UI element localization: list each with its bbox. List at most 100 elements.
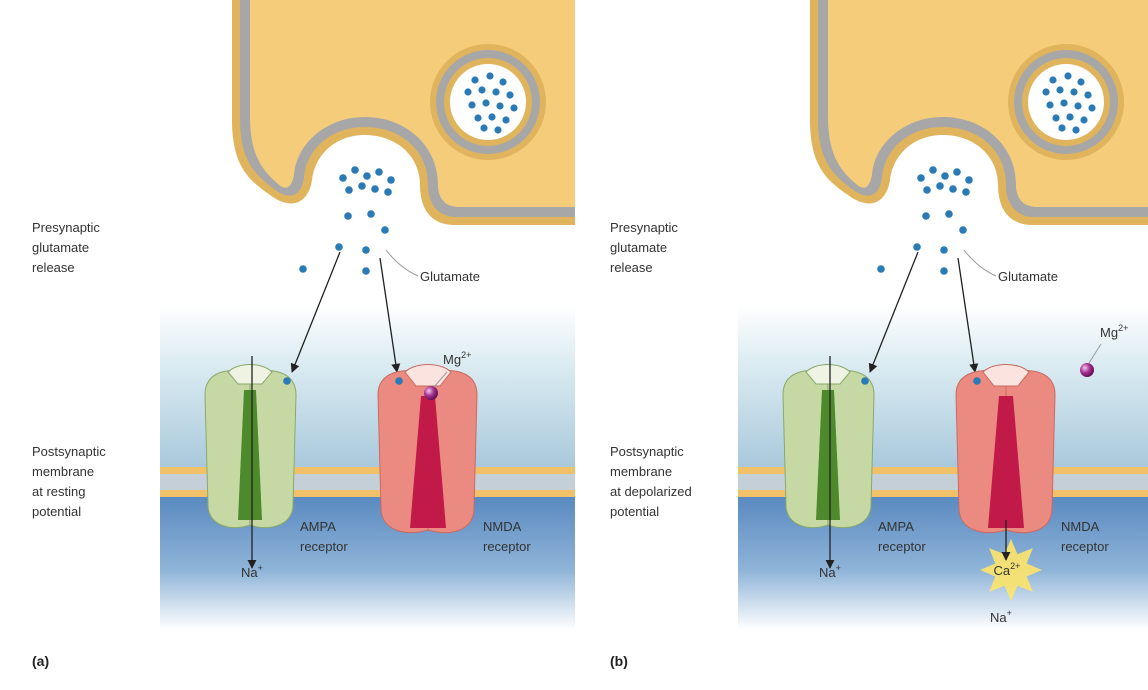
nmda-label-line: receptor xyxy=(1061,539,1109,554)
vesicle-glutamate xyxy=(510,104,518,112)
mg-label: Mg2+ xyxy=(1100,323,1128,340)
vesicle-glutamate xyxy=(482,99,490,107)
presynaptic-label-line: glutamate xyxy=(610,240,667,255)
presynaptic-label-line: Presynaptic xyxy=(32,220,100,235)
glutamate-to-nmda-arrow xyxy=(957,257,979,373)
vesicle-glutamate xyxy=(471,76,479,84)
glutamate-molecule xyxy=(344,212,352,220)
ampa-na-label: Na+ xyxy=(241,563,263,580)
glutamate-leader-line xyxy=(385,249,419,277)
ampa-na-label: Na+ xyxy=(819,563,841,580)
glutamate-molecule xyxy=(375,168,383,176)
mg-leader-line xyxy=(433,371,448,388)
glutamate-label: Glutamate xyxy=(998,269,1058,284)
postsynaptic-label-line: potential xyxy=(32,504,81,519)
ampa-label-line: receptor xyxy=(300,539,348,554)
vesicle-glutamate xyxy=(506,91,514,99)
glutamate-molecule xyxy=(384,188,392,196)
membrane-inner-layer xyxy=(160,490,575,497)
mg-ion xyxy=(1080,363,1094,377)
vesicle-glutamate xyxy=(478,86,486,94)
nmda-channel-pore xyxy=(988,396,1024,528)
vesicle-glutamate xyxy=(486,72,494,80)
vesicle-glutamate xyxy=(1080,116,1088,124)
glutamate-molecule xyxy=(940,246,948,254)
ca-label: Ca2+ xyxy=(994,561,1021,578)
glutamate-molecule xyxy=(929,166,937,174)
postsynaptic-label-line: at resting xyxy=(32,484,85,499)
presynaptic-label-line: release xyxy=(610,260,653,275)
glutamate-to-ampa-arrow xyxy=(868,251,919,373)
vesicle-glutamate xyxy=(1066,113,1074,121)
glutamate-molecule xyxy=(335,243,343,251)
vesicle-glutamate xyxy=(502,116,510,124)
nmda-channel-pore xyxy=(410,396,446,528)
glutamate-molecule xyxy=(917,174,925,182)
panel-b: Mg2+Ca2+Na+PresynapticglutamatereleasePo… xyxy=(610,0,1148,669)
glutamate-molecule xyxy=(913,243,921,251)
glutamate-molecule xyxy=(367,210,375,218)
presynaptic-label-line: glutamate xyxy=(32,240,89,255)
nmda-receptor xyxy=(377,364,478,534)
ampa-receptor xyxy=(782,356,875,569)
glutamate-molecule xyxy=(941,172,949,180)
glutamate-molecule xyxy=(877,265,885,273)
vesicle-glutamate xyxy=(1060,99,1068,107)
glutamate-molecule xyxy=(362,267,370,275)
glutamate-molecule xyxy=(363,172,371,180)
ampa-channel-pore xyxy=(816,390,840,520)
glutamate-molecule xyxy=(371,185,379,193)
glutamate-molecule xyxy=(940,267,948,275)
vesicle-glutamate xyxy=(1088,104,1096,112)
membrane-outer-layer xyxy=(160,467,575,474)
vesicle-glutamate xyxy=(1058,124,1066,132)
postsynaptic-label-line: Postsynaptic xyxy=(32,444,106,459)
ampa-label-line: AMPA xyxy=(878,519,914,534)
panel-a: Mg2+ Presynaptic glutamate releasePostsynap… xyxy=(32,0,575,669)
vesicle-glutamate xyxy=(1049,76,1057,84)
nmda-bound-glutamate xyxy=(395,377,403,385)
glutamate-molecule xyxy=(922,212,930,220)
vesicle-glutamate xyxy=(1084,91,1092,99)
ampa-label-line: receptor xyxy=(878,539,926,554)
vesicle-glutamate xyxy=(492,88,500,96)
glutamate-to-nmda-arrow xyxy=(379,257,401,373)
glutamate-molecule xyxy=(387,176,395,184)
presynaptic-label-line: Presynaptic xyxy=(610,220,678,235)
glutamate-molecule xyxy=(953,168,961,176)
ampa-bound-glutamate xyxy=(861,377,869,385)
ampa-channel-pore xyxy=(238,390,262,520)
glutamate-molecule xyxy=(358,182,366,190)
vesicle-glutamate xyxy=(488,113,496,121)
mg-label: Mg2+ xyxy=(443,350,471,367)
glutamate-molecule xyxy=(299,265,307,273)
nmda-label-line: NMDA xyxy=(1061,519,1100,534)
vesicle-glutamate xyxy=(494,126,502,134)
ampa-bound-glutamate xyxy=(283,377,291,385)
nmda-bound-glutamate xyxy=(973,377,981,385)
presynaptic-label-line: release xyxy=(32,260,75,275)
glutamate-to-ampa-arrow xyxy=(290,251,341,373)
vesicle-glutamate xyxy=(1046,101,1054,109)
vesicle-glutamate xyxy=(1070,88,1078,96)
vesicle-glutamate xyxy=(480,124,488,132)
membrane-inner-layer xyxy=(738,490,1148,497)
postsynaptic-label-line: membrane xyxy=(610,464,672,479)
glutamate-molecule xyxy=(381,226,389,234)
glutamate-molecule xyxy=(339,174,347,182)
vesicle-glutamate xyxy=(1052,114,1060,122)
vesicle-glutamate xyxy=(496,102,504,110)
mg-leader-line xyxy=(1088,343,1102,364)
glutamate-molecule xyxy=(923,186,931,194)
vesicle-glutamate xyxy=(1042,88,1050,96)
glutamate-molecule xyxy=(351,166,359,174)
glutamate-molecule xyxy=(949,185,957,193)
vesicle-glutamate xyxy=(1056,86,1064,94)
vesicle-glutamate xyxy=(1064,72,1072,80)
panel-label: (a) xyxy=(32,653,49,669)
nmda-receptor xyxy=(955,364,1056,534)
vesicle-glutamate xyxy=(499,78,507,86)
glutamate-label: Glutamate xyxy=(420,269,480,284)
nmda-na-label: Na+ xyxy=(990,608,1012,625)
